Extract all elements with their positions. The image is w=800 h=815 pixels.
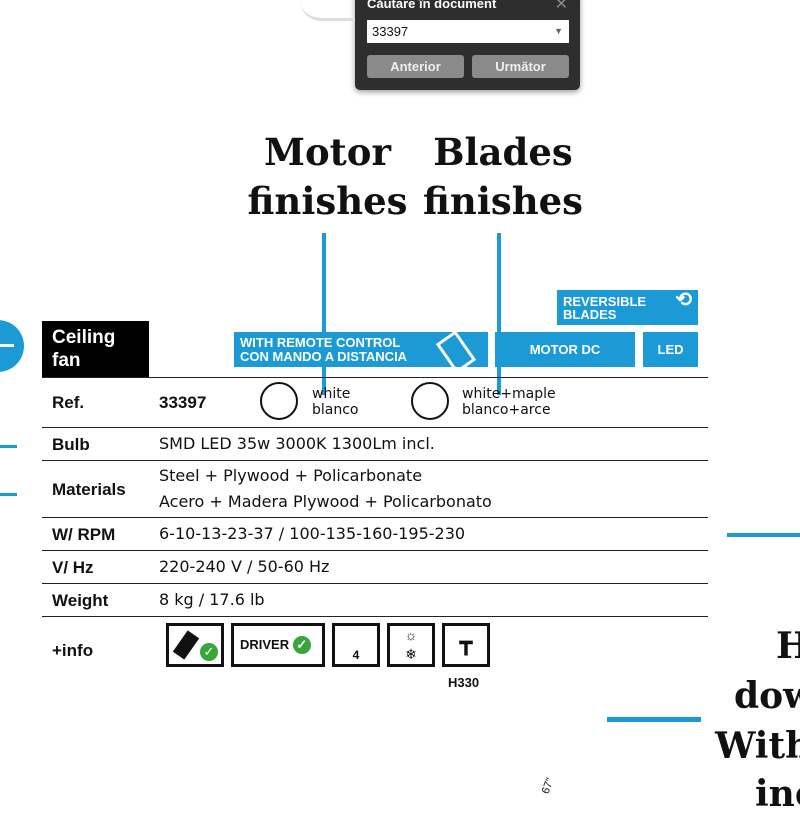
nav-circle (0, 320, 24, 372)
row-label: V/ Hz (52, 558, 94, 577)
driver-included-icon: DRIVER ✓ (231, 623, 325, 667)
weight-value: 8 kg / 17.6 lb (159, 590, 265, 609)
row-label: +info (52, 641, 94, 660)
product-type-line: Ceiling (52, 327, 116, 348)
materials-es: Acero + Madera Plywood + Policarbonato (159, 492, 492, 511)
side-text: dow (734, 675, 800, 717)
remote-included-icon: ✓ (166, 623, 224, 667)
finish-es: blanco (312, 402, 359, 418)
pointer-line (0, 493, 17, 496)
pointer-line (497, 233, 501, 395)
product-type-line: fan (52, 350, 81, 371)
motor-finishes-heading: Motor finishes (240, 128, 415, 226)
row-label: Materials (52, 480, 126, 499)
heading-line: Blades (433, 130, 573, 174)
row-label: W/ RPM (52, 525, 116, 544)
search-input[interactable]: 33397 ▼ (367, 20, 569, 43)
summer-winter-icon: ☼❄ (387, 623, 435, 667)
heading-line: Motor (264, 130, 391, 174)
spec-row-bulb: Bulb SMD LED 35w 3000K 1300Lm incl. (42, 427, 708, 461)
rotate-icon: ⟲ (675, 289, 692, 311)
badge-line: CON MANDO A DISTANCIA (240, 349, 408, 364)
next-button[interactable]: Următor (472, 55, 569, 78)
driver-label: DRIVER (240, 637, 290, 652)
heading-line: finishes (423, 179, 583, 223)
height-label: H330 (448, 675, 480, 690)
pointer-line (0, 445, 17, 448)
side-text: H (776, 625, 800, 667)
close-icon[interactable]: ✕ (554, 0, 568, 13)
spec-row-info: +info (42, 616, 708, 687)
side-text: With (715, 725, 800, 767)
finish-en: white+maple (462, 386, 556, 402)
badge-line: REVERSIBLE (563, 294, 647, 309)
spec-row-wrpm: W/ RPM 6-10-13-23-37 / 100-135-160-195-2… (42, 517, 708, 551)
pointer-line (607, 717, 701, 722)
bulb-value: SMD LED 35w 3000K 1300Lm incl. (159, 434, 435, 453)
spec-row-weight: Weight 8 kg / 17.6 lb (42, 583, 708, 617)
heading-line: finishes (247, 179, 408, 223)
blade-finish-icon (411, 382, 449, 420)
previous-button[interactable]: Anterior (367, 55, 464, 78)
blade-count-icon: 4 (332, 623, 380, 667)
blade-count: 4 (352, 648, 360, 662)
ceiling-height-icon: ┳ (442, 623, 490, 667)
row-label: Bulb (52, 435, 90, 454)
search-value: 33397 (372, 24, 409, 39)
wrpm-value: 6-10-13-23-37 / 100-135-160-195-230 (159, 524, 466, 543)
fan-image-fragment (300, 0, 355, 21)
ref-value: 33397 (159, 393, 207, 412)
pointer-line (322, 233, 326, 395)
spec-row-materials: Materials Steel + Plywood + Policarbonat… (42, 460, 708, 518)
side-text: inc (755, 773, 800, 815)
row-label: Weight (52, 591, 109, 610)
motor-dc-badge: MOTOR DC (495, 332, 635, 367)
badge-line: WITH REMOTE CONTROL (240, 335, 401, 350)
pointer-line (727, 533, 800, 537)
materials-en: Steel + Plywood + Policarbonate (159, 466, 423, 485)
blades-finishes-heading: Blades finishes (418, 128, 588, 226)
spec-row-vhz: V/ Hz 220-240 V / 50-60 Hz (42, 550, 708, 584)
search-popup: Căutare în document ✕ 33397 ▼ Anterior Ur… (355, 0, 580, 90)
chevron-down-icon[interactable]: ▼ (554, 26, 563, 36)
badge-line: BLADES (563, 307, 617, 322)
motor-finish-icon (260, 382, 298, 420)
row-label: Ref. (52, 393, 85, 412)
led-badge: LED (643, 332, 698, 367)
vhz-value: 220-240 V / 50-60 Hz (159, 557, 330, 576)
popup-title: Căutare în document (367, 0, 497, 11)
finish-es: blanco+arce (462, 402, 551, 418)
dimension-label: 67" (539, 776, 557, 796)
finish-en: white (312, 386, 351, 402)
